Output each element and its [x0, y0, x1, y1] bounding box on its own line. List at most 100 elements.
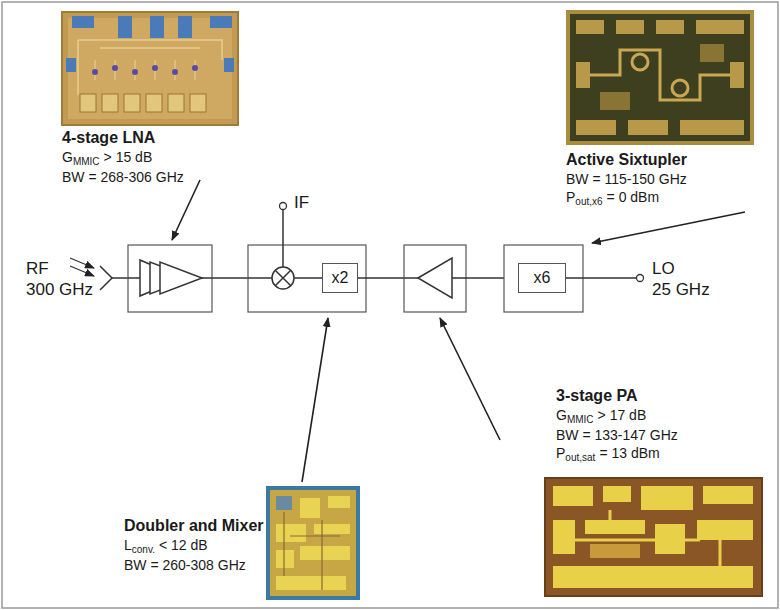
text-line: BW = 133-147 GHz	[556, 426, 678, 444]
pa-chip-photo	[590, 544, 640, 558]
caption-group: RF 300 GHz	[26, 258, 93, 300]
mixer-block	[248, 245, 366, 312]
lna-chip-photo	[210, 16, 232, 28]
text-line: 4-stage LNA	[62, 128, 184, 148]
sixtupler-chip-photo	[696, 20, 744, 34]
doubler-mixer-chip-photo	[284, 512, 340, 590]
doubler-mixer-chip-photo	[276, 524, 306, 542]
doubler-mixer-chip-photo	[300, 498, 320, 518]
text-line: IF	[294, 192, 309, 213]
doubler-mixer-chip-photo	[268, 488, 358, 598]
lna-chip-photo	[178, 16, 192, 38]
lna-chip-photo	[224, 58, 234, 72]
incoming-wave-arrows	[70, 258, 94, 276]
sixtupler-chip-photo	[576, 62, 590, 88]
leader-arrows	[302, 318, 328, 482]
spec-text: G	[62, 149, 73, 165]
pa-chip-photo	[545, 478, 762, 596]
lna-chip-photo	[192, 65, 198, 71]
spec-text: = 0 dBm	[607, 189, 660, 205]
multiplier-box: x2	[322, 263, 358, 293]
sixtupler-chip-photo	[568, 12, 752, 143]
antenna-symbol	[100, 266, 112, 290]
subscript: out,x6	[575, 196, 602, 207]
signal-wire	[248, 277, 272, 279]
pa-chip-photo	[697, 520, 753, 540]
sixtupler-chip-photo	[628, 120, 668, 135]
lna-chip-photo	[112, 65, 118, 71]
multiplier-factor: x2	[332, 269, 349, 287]
signal-wire	[202, 277, 248, 279]
pa-chip-photo	[603, 486, 631, 502]
text-line: Pout,sat = 13 dBm	[556, 444, 678, 464]
frequency-value: 300 GHz	[26, 280, 93, 299]
antenna-symbol	[112, 277, 128, 279]
spec-text: BW = 268-306 GHz	[62, 169, 184, 185]
multiplier-factor: x6	[534, 269, 551, 287]
if-terminal	[280, 203, 287, 210]
doubler-mixer-chip-photo	[276, 496, 292, 510]
mixer-symbol	[275, 270, 291, 286]
text-line: Active Sixtupler	[566, 150, 687, 170]
subscript: MMIC	[73, 156, 100, 167]
doubler-mixer-chip-photo	[300, 546, 350, 560]
amplifier-symbol	[128, 260, 202, 296]
spec-text: < 12 dB	[159, 537, 208, 553]
block-title: Active Sixtupler	[566, 151, 687, 168]
spec-text: P	[556, 445, 565, 461]
doubler-mixer-chip-photo	[268, 488, 358, 598]
incoming-wave-arrows	[70, 258, 94, 268]
signal-name: LO	[652, 259, 675, 278]
caption-group: 4-stage LNAGMMIC> 15 dBBW = 268-306 GHz	[62, 128, 184, 186]
sixtupler-chip-photo	[730, 62, 744, 88]
lna-chip-photo	[72, 16, 94, 28]
leader-arrows	[440, 318, 500, 440]
spec-text: = 13 dBm	[599, 445, 659, 461]
text-line: BW = 260-308 GHz	[124, 556, 264, 574]
pa-chip-photo	[553, 520, 575, 554]
text-line: GMMIC> 17 dB	[556, 406, 678, 426]
pa-chip-photo	[585, 520, 645, 534]
incoming-wave-arrows	[70, 266, 94, 276]
block-title: 4-stage LNA	[62, 129, 155, 146]
antenna-symbol	[100, 266, 128, 290]
lna-chip-photo	[66, 58, 76, 72]
leader-arrows	[592, 212, 745, 243]
lna-chip-photo	[95, 60, 195, 80]
lna-chip-photo	[92, 69, 98, 75]
caption-group: Doubler and MixerLconv.< 12 dBBW = 260-3…	[124, 516, 264, 574]
lna-chip-photo	[80, 94, 96, 112]
frequency-value: 25 GHz	[652, 280, 710, 299]
caption-group: IF	[294, 192, 309, 213]
amplifier-symbol	[418, 258, 452, 298]
leader-arrows	[172, 180, 745, 482]
mixer-symbol	[272, 267, 294, 289]
caption-group: Active SixtuplerBW = 115-150 GHzPout,x6=…	[566, 150, 687, 208]
pa-chip-photo	[703, 486, 753, 504]
text-line: Pout,x6 = 0 dBm	[566, 188, 687, 208]
leader-arrows	[172, 180, 200, 240]
spec-text: P	[566, 189, 575, 205]
lo-wire	[566, 277, 636, 279]
signal-name: RF	[26, 259, 49, 278]
sixtupler-chip-photo	[576, 120, 616, 135]
pa-chip-photo	[545, 478, 762, 596]
subscript: conv.	[132, 544, 155, 555]
amplifier-symbol	[128, 277, 140, 279]
text-line: 3-stage PA	[556, 386, 678, 406]
spec-text: L	[124, 537, 132, 553]
spec-text: > 17 dB	[598, 407, 647, 423]
mixer-symbol	[272, 267, 294, 289]
lna-chip-photo	[62, 12, 238, 125]
sixtupler-chip-photo	[600, 92, 630, 110]
lna-chip-photo	[150, 16, 164, 38]
subscript: out,sat	[565, 452, 595, 463]
pa-chip-photo	[655, 524, 685, 554]
doubler-mixer-chip-photo	[328, 496, 350, 508]
lna-chip-photo	[152, 65, 158, 71]
lna-chip-photo	[124, 94, 140, 112]
sixtupler-chip-photo	[616, 20, 644, 34]
subscript: MMIC	[567, 414, 594, 425]
lna-block	[128, 245, 212, 312]
